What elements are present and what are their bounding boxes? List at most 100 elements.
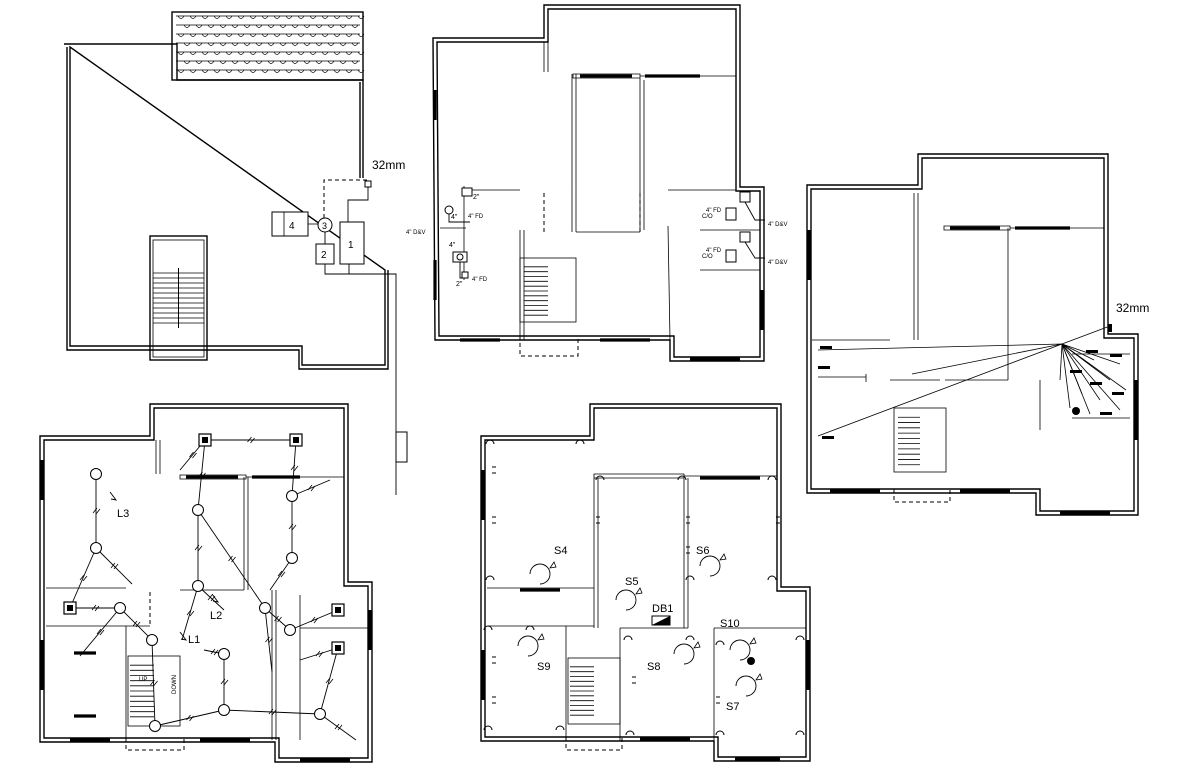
- tile: [201, 69, 209, 73]
- wire-tick: [96, 628, 105, 636]
- switch-label-s7: S7: [726, 701, 739, 713]
- pipe-label: 4" D&V: [768, 222, 787, 228]
- switch-wiring-arc: [729, 639, 751, 661]
- tile: [297, 33, 305, 37]
- tile: [261, 15, 269, 19]
- tile: [267, 60, 275, 64]
- wire-tick: [265, 636, 273, 644]
- lighting-outer-wall: [39, 403, 373, 763]
- switch-label-s10: S10: [720, 618, 740, 630]
- tile: [195, 42, 203, 46]
- pipe-label: 4" FD: [706, 248, 722, 254]
- tile: [231, 42, 239, 46]
- tile: [321, 51, 329, 55]
- tile: [285, 33, 293, 37]
- switch-outer-wall: [480, 403, 811, 762]
- tile: [333, 69, 341, 73]
- tile: [291, 60, 299, 64]
- tile: [315, 42, 323, 46]
- roof-stair-treads: [153, 268, 204, 328]
- circuit-label-l2: L2: [210, 610, 222, 622]
- tile: [297, 15, 305, 19]
- tile: [291, 24, 299, 28]
- tile: [273, 51, 281, 55]
- lighting-wire: [79, 607, 121, 657]
- light-fixture: [90, 468, 102, 480]
- tile: [357, 51, 365, 55]
- tile: [309, 51, 317, 55]
- tile: [273, 69, 281, 73]
- light-fixture: [146, 634, 158, 646]
- tile: [231, 24, 239, 28]
- socket-tick: [492, 696, 496, 704]
- switch-arrow: [549, 561, 557, 569]
- equipment-label-4: 4: [289, 221, 295, 232]
- wire-tick: [132, 620, 141, 628]
- lighting-wire: [223, 709, 321, 715]
- conduit-tag: [1110, 354, 1122, 357]
- pipe-label: 4" FD: [468, 214, 484, 220]
- tile: [267, 42, 275, 46]
- roof-tile-area: [171, 11, 364, 81]
- wire-tick: [288, 523, 297, 531]
- tile: [327, 60, 335, 64]
- socket-tick: [686, 516, 690, 524]
- tile: [327, 24, 335, 28]
- tile: [195, 24, 203, 28]
- stair-up-label: UP: [139, 677, 147, 683]
- switch-arrow: [693, 641, 701, 649]
- tile: [225, 69, 233, 73]
- wire-tick: [150, 679, 158, 687]
- tile: [201, 15, 209, 19]
- lighting-wire: [197, 439, 206, 511]
- wire-tick: [315, 650, 324, 658]
- light-fixture: [149, 720, 161, 732]
- tile: [303, 24, 311, 28]
- switch-arrow: [755, 673, 763, 681]
- tile: [189, 15, 197, 19]
- roof-plan: 32mm 1 2 3 4: [64, 11, 408, 495]
- tile: [309, 69, 317, 73]
- stair-down-label: DOWN: [172, 675, 178, 694]
- socket-outlet: [677, 475, 687, 481]
- tile: [201, 51, 209, 55]
- socket-tick: [492, 466, 496, 474]
- tile: [243, 42, 251, 46]
- light-fixture: [286, 490, 298, 502]
- tile: [225, 33, 233, 37]
- conduit-outer-wall: [806, 153, 1139, 516]
- tile: [177, 15, 185, 19]
- conduit-tag: [818, 366, 830, 369]
- equipment-label-1: 1: [348, 240, 354, 251]
- light-fixture: [218, 648, 230, 660]
- wire-tick: [307, 484, 316, 492]
- lighting-wire: [119, 607, 153, 641]
- lighting-wire: [291, 479, 331, 497]
- tile: [213, 33, 221, 37]
- pipe-label: 4": [451, 214, 458, 221]
- tile: [189, 51, 197, 55]
- tile: [339, 60, 347, 64]
- lighting-wire: [319, 713, 357, 741]
- socket-outlet: [575, 439, 585, 445]
- tile: [315, 60, 323, 64]
- lighting-wire: [319, 647, 339, 715]
- switch-arrow: [719, 553, 727, 561]
- roof-stair-core: [149, 235, 208, 361]
- tile: [333, 15, 341, 19]
- lighting-wire: [95, 547, 133, 585]
- socket-outlet: [685, 635, 695, 641]
- pipe-label: 4" FD: [472, 277, 488, 283]
- wire-tick: [194, 544, 203, 552]
- tile: [249, 51, 257, 55]
- tile: [213, 69, 221, 73]
- switch-wiring-arc: [699, 555, 721, 577]
- tile: [189, 69, 197, 73]
- lighting-wire: [269, 557, 293, 591]
- light-fixture: [114, 602, 126, 614]
- home-run-arrow: [211, 593, 220, 603]
- tile: [213, 15, 221, 19]
- tile: [237, 51, 245, 55]
- conduit-tag: [822, 436, 834, 439]
